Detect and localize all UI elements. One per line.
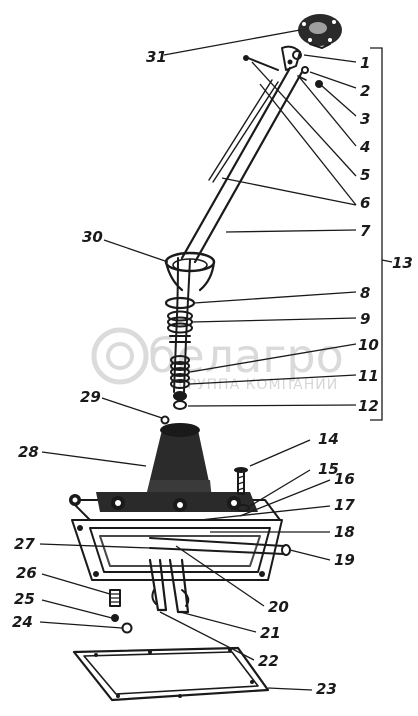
selector-plate <box>71 519 291 581</box>
shift-forks <box>148 558 190 614</box>
label-29: 29 <box>80 388 101 406</box>
watermark-tagline: ГРУППА КОМПАНИЙ <box>178 375 338 393</box>
label-23: 23 <box>316 680 337 698</box>
label-26: 26 <box>16 564 37 582</box>
watermark: белагро ГРУППА КОМПАНИЙ <box>91 327 344 393</box>
label-30: 30 <box>82 228 103 246</box>
label-18: 18 <box>334 523 355 541</box>
label-11: 11 <box>358 367 379 385</box>
label-5: 5 <box>360 166 370 184</box>
label-21: 21 <box>260 624 281 642</box>
label-3: 3 <box>360 110 370 128</box>
label-12: 12 <box>358 397 379 415</box>
label-27: 27 <box>14 535 35 553</box>
label-6: 6 <box>360 194 370 212</box>
leader-lines <box>39 29 393 691</box>
label-20: 20 <box>268 598 289 616</box>
label-25: 25 <box>14 590 35 608</box>
label-8: 8 <box>360 284 370 302</box>
label-14: 14 <box>318 430 339 448</box>
label-24: 24 <box>12 613 33 631</box>
label-28: 28 <box>18 443 39 461</box>
top-small-parts <box>243 45 323 88</box>
callout-labels: 31 1 2 3 4 5 6 7 13 30 8 9 10 11 12 29 2… <box>12 48 413 698</box>
group-bracket <box>370 47 383 421</box>
label-19: 19 <box>334 551 355 569</box>
bolt-assembly <box>234 467 250 512</box>
label-7: 7 <box>360 222 371 240</box>
label-13: 13 <box>392 254 413 272</box>
label-10: 10 <box>358 336 379 354</box>
label-2: 2 <box>360 82 370 100</box>
lower-gasket <box>72 646 270 702</box>
shift-housing <box>69 423 281 521</box>
rubber-boot <box>164 251 216 292</box>
shift-knob <box>298 14 342 49</box>
label-9: 9 <box>360 310 370 328</box>
label-17: 17 <box>334 496 355 514</box>
ball-pin <box>160 415 170 425</box>
label-22: 22 <box>258 652 279 670</box>
detent-parts <box>109 589 133 634</box>
label-15: 15 <box>318 460 339 478</box>
label-31: 31 <box>146 48 167 66</box>
label-4: 4 <box>359 138 370 156</box>
label-1: 1 <box>360 54 370 72</box>
label-16: 16 <box>334 470 355 488</box>
